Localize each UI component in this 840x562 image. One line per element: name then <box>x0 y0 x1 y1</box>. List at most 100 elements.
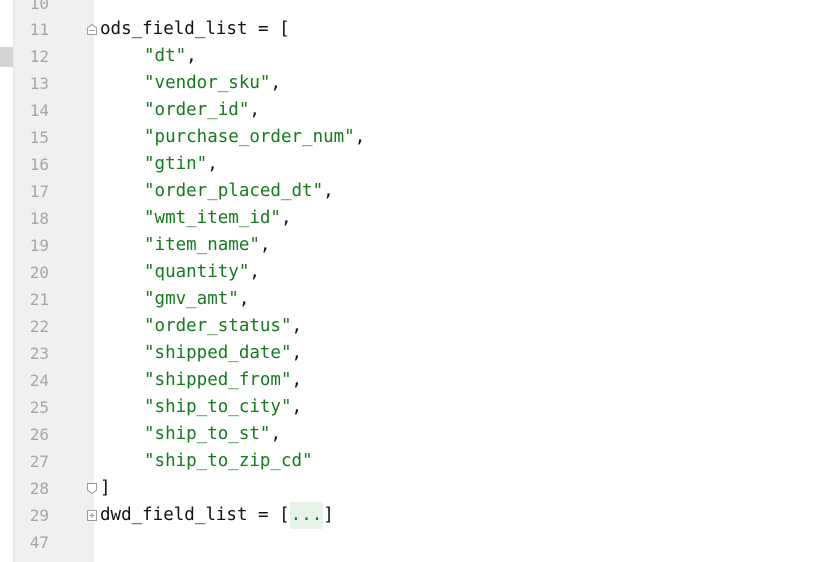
code-line: 28 ] <box>0 475 840 502</box>
assign-operator: = [ <box>247 19 290 39</box>
separator: , <box>291 370 303 390</box>
code-line: 14 "order_id", <box>0 97 840 124</box>
line-number: 20 <box>29 263 49 282</box>
code-text: "vendor_sku", <box>100 70 281 97</box>
line-number: 23 <box>29 344 49 363</box>
string-literal: "gtin" <box>144 154 208 174</box>
variable-name: ods_field_list <box>100 19 248 39</box>
string-literal: "ship_to_city" <box>144 397 292 417</box>
string-literal: "quantity" <box>144 262 250 282</box>
line-number: 22 <box>29 317 49 336</box>
line-number: 14 <box>29 101 49 120</box>
line-number: 47 <box>29 533 49 552</box>
code-text: "shipped_from", <box>100 367 302 394</box>
line-number: 27 <box>29 452 49 471</box>
separator: , <box>291 397 303 417</box>
code-text: "wmt_item_id", <box>100 205 292 232</box>
code-line: 13 "vendor_sku", <box>0 70 840 97</box>
code-line: 20 "quantity", <box>0 259 840 286</box>
code-editor[interactable] <box>94 0 840 562</box>
line-number: 11 <box>29 20 49 39</box>
string-literal: "ship_to_zip_cd" <box>144 451 313 471</box>
line-number: 12 <box>29 47 49 66</box>
string-literal: "vendor_sku" <box>144 73 271 93</box>
code-text: "ship_to_st", <box>100 421 281 448</box>
code-line: 24 "shipped_from", <box>0 367 840 394</box>
code-line: 15 "purchase_order_num", <box>0 124 840 151</box>
line-number: 17 <box>29 182 49 201</box>
line-number: 15 <box>29 128 49 147</box>
string-literal: "order_placed_dt" <box>144 181 324 201</box>
code-line: 21 "gmv_amt", <box>0 286 840 313</box>
line-number: 18 <box>29 209 49 228</box>
separator: , <box>354 127 366 147</box>
line-number: 16 <box>29 155 49 174</box>
string-literal: "dt" <box>144 46 187 66</box>
separator: , <box>259 235 271 255</box>
code-text: "item_name", <box>100 232 270 259</box>
line-number: 19 <box>29 236 49 255</box>
code-line: 27 "ship_to_zip_cd" <box>0 448 840 475</box>
code-line: 23 "shipped_date", <box>0 340 840 367</box>
folded-region[interactable]: ... <box>289 502 324 529</box>
line-number-gutter <box>13 0 95 562</box>
string-literal: "gmv_amt" <box>144 289 239 309</box>
separator: , <box>291 343 303 363</box>
code-text: dwd_field_list = [...] <box>100 502 334 529</box>
fold-end-icon[interactable] <box>87 483 97 494</box>
code-text: ods_field_list = [ <box>100 16 290 43</box>
current-line-marker <box>0 47 13 67</box>
fold-expand-icon[interactable] <box>87 510 97 521</box>
separator: , <box>186 46 197 66</box>
separator: , <box>280 208 292 228</box>
code-line: 18 "wmt_item_id", <box>0 205 840 232</box>
code-line: 17 "order_placed_dt", <box>0 178 840 205</box>
code-text: "quantity", <box>100 259 260 286</box>
code-line: 11 ods_field_list = [ <box>0 16 840 43</box>
code-text: "order_id", <box>100 97 260 124</box>
code-text: "ship_to_city", <box>100 394 302 421</box>
code-text: "dt", <box>100 43 197 70</box>
code-line: 16 "gtin", <box>0 151 840 178</box>
string-literal: "order_id" <box>144 100 250 120</box>
variable-name: dwd_field_list <box>100 505 248 525</box>
string-literal: "wmt_item_id" <box>144 208 281 228</box>
code-line: 19 "item_name", <box>0 232 840 259</box>
code-text: "purchase_order_num", <box>100 124 365 151</box>
separator: , <box>249 262 260 282</box>
string-literal: "ship_to_st" <box>144 424 271 444</box>
line-number: 25 <box>29 398 49 417</box>
code-line: 12 "dt", <box>0 43 840 70</box>
string-literal: "shipped_from" <box>144 370 292 390</box>
code-text: "order_placed_dt", <box>100 178 334 205</box>
line-number: 13 <box>29 74 49 93</box>
code-line: 29 dwd_field_list = [...] <box>0 502 840 529</box>
line-number: 24 <box>29 371 49 390</box>
separator: , <box>270 73 281 93</box>
string-literal: "purchase_order_num" <box>144 127 355 147</box>
separator: , <box>270 424 281 444</box>
separator: , <box>207 154 218 174</box>
line-number: 26 <box>29 425 49 444</box>
code-text: "shipped_date", <box>100 340 302 367</box>
scroll-marker-strip <box>0 0 13 562</box>
separator: , <box>249 100 260 120</box>
code-text: "ship_to_zip_cd" <box>100 448 313 475</box>
code-text: "order_status", <box>100 313 302 340</box>
code-line: 22 "order_status", <box>0 313 840 340</box>
code-text: "gtin", <box>100 151 218 178</box>
line-number: 21 <box>29 290 49 309</box>
code-text: ] <box>100 478 111 498</box>
string-literal: "shipped_date" <box>144 343 292 363</box>
code-line: 26 "ship_to_st", <box>0 421 840 448</box>
separator: , <box>238 289 250 309</box>
separator: , <box>291 316 303 336</box>
string-literal: "item_name" <box>144 235 260 255</box>
string-literal: "order_status" <box>144 316 292 336</box>
code-line: 25 "ship_to_city", <box>0 394 840 421</box>
line-number: 10 <box>29 0 49 13</box>
assign-operator: = [ <box>247 505 290 525</box>
line-number: 28 <box>29 479 49 498</box>
code-text: "gmv_amt", <box>100 286 249 313</box>
fold-collapse-icon[interactable] <box>87 24 97 35</box>
